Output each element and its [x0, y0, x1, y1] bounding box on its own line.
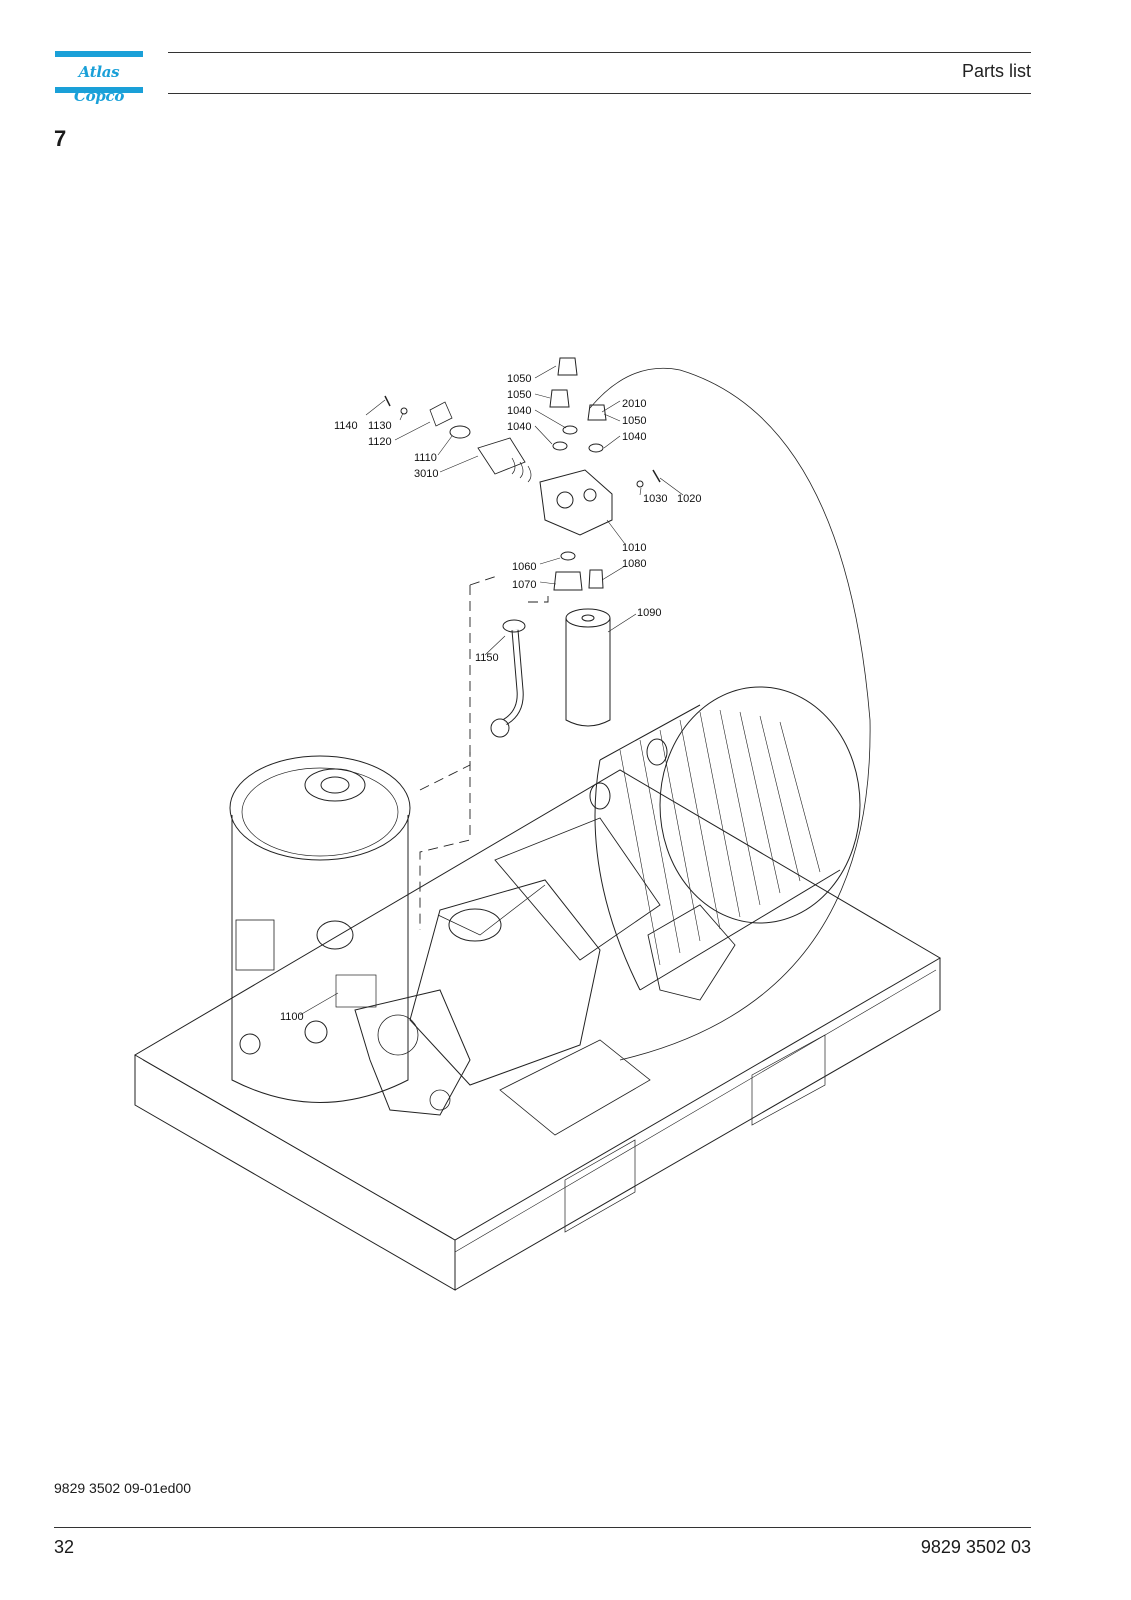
gearbox-housing [494, 817, 661, 961]
callout-1010: 1010 [622, 542, 646, 554]
header-rule-bottom [168, 93, 1031, 94]
seal-1060 [560, 551, 576, 561]
callout-1120: 1120 [368, 436, 392, 448]
dashed-connection-2 [469, 574, 549, 603]
base-slot-front [564, 1139, 636, 1233]
callout-1140: 1140 [334, 420, 358, 432]
header-rule-top [168, 52, 1031, 53]
callout-1050: 1050 [622, 415, 646, 427]
fitting-1080 [588, 569, 604, 589]
document-code: 9829 3502 09-01ed00 [54, 1480, 192, 1496]
seal-1040-b [552, 441, 568, 451]
oil-filter-top [565, 608, 611, 628]
separator-vessel-body [231, 815, 409, 1103]
motor-terminal-box [647, 904, 736, 1001]
motor-lifting-eye-1 [589, 782, 611, 810]
motor-end-cap [659, 686, 861, 924]
callout-1040: 1040 [507, 421, 531, 433]
inlet-valve-block [354, 989, 471, 1116]
section-number: 7 [54, 126, 67, 151]
motor-housing [599, 704, 841, 991]
motor-cooling-fins [619, 709, 821, 966]
base-frame-inner [142, 969, 937, 1253]
page-number: 32 [54, 1537, 75, 1557]
callout-1100: 1100 [280, 1011, 304, 1023]
callout-1050: 1050 [507, 373, 531, 385]
oil-filter-body [565, 618, 611, 727]
dashed-connection-3 [419, 752, 471, 791]
callout-1020: 1020 [677, 493, 701, 505]
base-slot-side [751, 1034, 826, 1126]
callout-1080: 1080 [622, 558, 646, 570]
atlas-copco-logo: Atlas Copco [55, 51, 143, 105]
callout-1090: 1090 [637, 607, 661, 619]
callout-1030: 1030 [643, 493, 667, 505]
logo-bar-top [55, 51, 143, 57]
callout-1150: 1150 [475, 652, 499, 664]
compressor-element [409, 879, 601, 1086]
callout-1060: 1060 [512, 561, 536, 573]
logo-bar-bottom [55, 87, 143, 93]
callout-1110: 1110 [414, 452, 437, 464]
page-title: Parts list [961, 61, 1031, 81]
base-frame [134, 769, 941, 1241]
callout-1130: 1130 [368, 420, 392, 432]
part-number: 9829 3502 03 [920, 1537, 1031, 1557]
oil-filter-head [539, 469, 613, 536]
fitting-1070 [553, 571, 583, 591]
separator-port [316, 920, 354, 950]
dashed-connection-1 [419, 585, 471, 930]
fitting-1050-top [557, 357, 578, 376]
callout-leaders [299, 365, 684, 1016]
base-frame-front [134, 1055, 456, 1291]
motor-lifting-eye-2 [646, 738, 668, 766]
oil-return-pipe-arc [589, 367, 871, 1061]
fitting-1050-right [587, 404, 607, 421]
callout-1040: 1040 [507, 405, 531, 417]
callout-1050: 1050 [507, 389, 531, 401]
callout-2010: 2010 [622, 398, 646, 410]
seal-1040-a [562, 425, 578, 435]
seal-1040-c [588, 443, 604, 453]
motor-support [499, 1039, 651, 1136]
separator-nameplate [235, 919, 275, 971]
thermostatic-valve [477, 437, 526, 475]
callout-1070: 1070 [512, 579, 536, 591]
separator-lid-flange [304, 768, 366, 802]
callout-1040: 1040 [622, 431, 646, 443]
separator-vessel-lid [229, 755, 411, 861]
base-frame-side [454, 958, 941, 1291]
fitting-1050-mid [549, 389, 570, 408]
callout-3010: 3010 [414, 468, 438, 480]
footer-rule [54, 1527, 1031, 1528]
